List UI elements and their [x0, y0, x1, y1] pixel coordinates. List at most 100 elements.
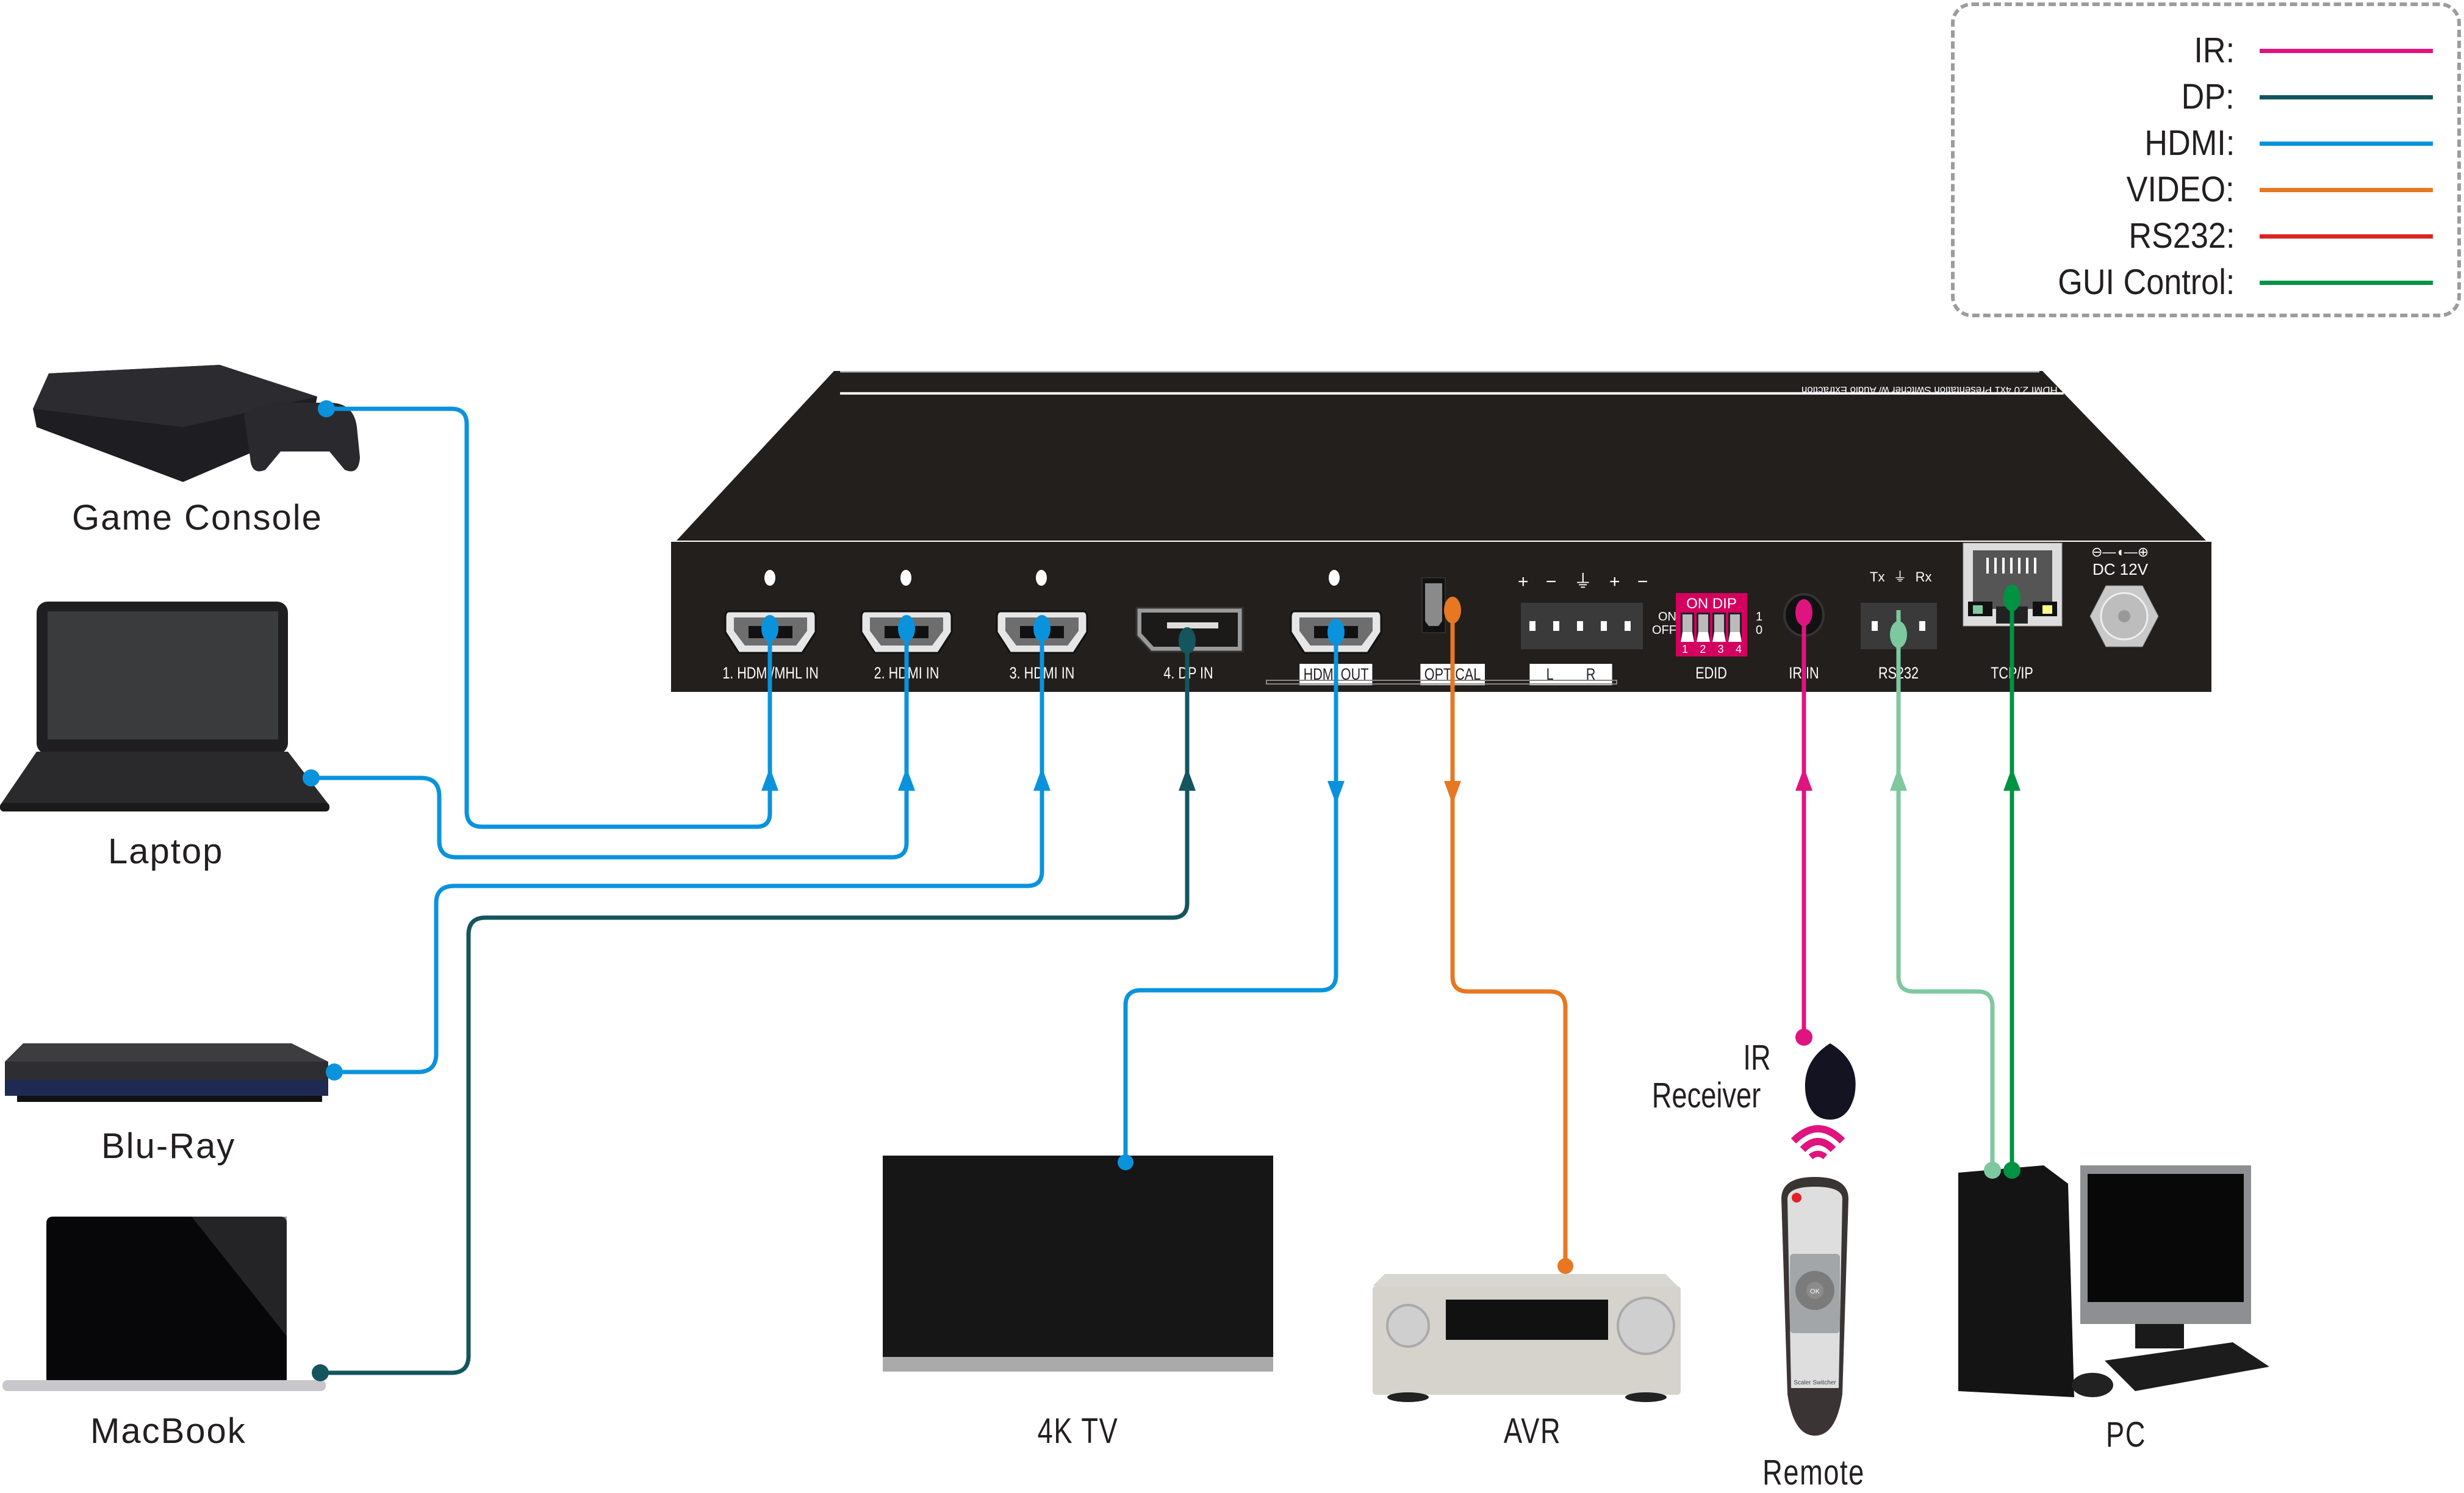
dip-zero-label: 0	[1756, 624, 1763, 637]
dip-title: ON DIP	[1686, 595, 1737, 612]
legend: IR: DP: HDMI: VIDEO: RS232: GUI Control:	[1951, 2, 2461, 317]
legend-item-gui: GUI Control:	[1955, 259, 2457, 306]
legend-label: RS232:	[2128, 216, 2235, 256]
legend-swatch	[2260, 49, 2433, 53]
laptop-label: Laptop	[108, 832, 224, 871]
wire-macbook-dp4	[320, 631, 1190, 1375]
wire-laptop-hdmi2	[311, 631, 909, 860]
arrow-up	[1795, 768, 1812, 791]
wire-dot	[1890, 621, 1907, 648]
arrow-down	[1327, 781, 1345, 804]
dip-off-label: OFF	[1652, 624, 1676, 637]
dip-toggle-3[interactable]	[1712, 613, 1726, 642]
wire-bluray-hdmi3	[334, 631, 1044, 1074]
wire-dot	[1795, 1029, 1812, 1046]
legend-label: IR:	[2194, 31, 2235, 70]
wire-dot	[1327, 619, 1345, 646]
led-indicator	[764, 570, 775, 586]
wire-dot	[1118, 1154, 1133, 1170]
dc-power-jack[interactable]	[2089, 585, 2160, 648]
ir-receiver-image	[1805, 1043, 1856, 1120]
remote-control-image: OK Scaler Switcher	[1781, 1177, 1848, 1436]
wire-dot	[1984, 1162, 2001, 1179]
legend-item-rs232: RS232:	[1955, 212, 2457, 260]
dc-label: DC 12V	[2092, 560, 2149, 578]
panel-label-bar	[1266, 680, 1617, 685]
wire-dot	[1795, 599, 1812, 626]
wire-dot	[898, 615, 915, 642]
rs232-pin-labels: Tx ⏚ Rx	[1870, 569, 1932, 585]
led-indicator	[1036, 570, 1047, 586]
legend-item-video: VIDEO:	[1955, 166, 2457, 214]
hdmi-in-1-port[interactable]	[724, 609, 817, 657]
dip-on-label: ON	[1658, 610, 1676, 624]
wire-dot	[1179, 627, 1196, 654]
avr-image	[1373, 1274, 1681, 1402]
dc-polarity-symbol: ⊖—◖—⊕	[2091, 544, 2149, 559]
macbook-label: MacBook	[90, 1411, 246, 1451]
ir-signal-icon	[1791, 1125, 1845, 1159]
tv-label: 4K TV	[1037, 1411, 1119, 1451]
wire-dot	[1033, 615, 1051, 642]
audio-l-label: L	[1546, 665, 1553, 683]
dip-one-label: 1	[1756, 610, 1763, 624]
bluray-label: Blu-Ray	[101, 1126, 236, 1166]
ir-receiver-label-line1: IR	[1743, 1038, 1771, 1077]
edid-label: EDID	[1695, 664, 1727, 682]
remote-brand: Scaler Switcher	[1794, 1380, 1836, 1386]
wire-dot	[318, 400, 335, 417]
dip-number: 3	[1717, 643, 1724, 655]
wire-dot	[312, 1364, 329, 1381]
legend-swatch	[2260, 188, 2433, 192]
arrow-up	[1033, 768, 1051, 791]
arrow-up	[2003, 768, 2020, 791]
arrow-down	[1444, 781, 1461, 804]
game-console-label: Game Console	[72, 498, 323, 538]
remote-label: Remote	[1762, 1453, 1865, 1492]
avr-label: AVR	[1503, 1411, 1562, 1451]
legend-swatch	[2260, 234, 2433, 239]
ir-receiver-label-line2: Receiver	[1651, 1076, 1761, 1115]
pc-image	[1958, 1165, 2269, 1397]
audio-out-terminal[interactable]	[1521, 603, 1643, 649]
audio-pin-labels: + − ⏚ + −	[1518, 572, 1654, 592]
wire-dot	[2003, 585, 2020, 611]
laptop-image	[0, 602, 329, 811]
tv-image	[883, 1156, 1273, 1372]
wire-endpoints	[303, 400, 2020, 1381]
dip-toggle-4[interactable]	[1728, 613, 1742, 642]
legend-swatch	[2260, 142, 2433, 146]
remote-ok-label: OK	[1810, 1288, 1820, 1295]
wire-rs232-pc	[1896, 610, 1995, 1170]
wire-optical-avr	[1450, 610, 1568, 1266]
dip-toggle-1[interactable]	[1681, 613, 1694, 642]
legend-item-hdmi: HDMI:	[1955, 120, 2457, 167]
arrow-up	[1179, 768, 1196, 791]
led-indicator	[1329, 570, 1340, 586]
dip-number: 4	[1735, 643, 1742, 655]
arrow-up	[898, 768, 915, 791]
wire-hdmiout-tv	[1123, 631, 1338, 1159]
legend-label: HDMI:	[2144, 123, 2235, 163]
audio-r-label: R	[1586, 665, 1596, 683]
wire-dot	[1444, 597, 1461, 624]
bluray-player-image	[5, 1043, 328, 1102]
optical-port[interactable]	[1421, 577, 1446, 633]
wire-arrows	[761, 768, 2020, 804]
legend-item-ir: IR:	[1955, 27, 2457, 74]
led-indicator	[900, 570, 911, 586]
pc-label: PC	[2106, 1415, 2146, 1455]
legend-label: VIDEO:	[2127, 170, 2235, 209]
dip-toggle-2[interactable]	[1697, 613, 1710, 642]
legend-item-dp: DP:	[1955, 73, 2457, 121]
wire-game-console-hdmi1	[326, 406, 772, 829]
wire-dot	[326, 1063, 343, 1081]
dip-number: 1	[1682, 643, 1689, 655]
model-text: HDMI 2.0 4x1 Presentation Switcher w/ Au…	[1801, 384, 2058, 396]
legend-swatch	[2260, 281, 2433, 285]
